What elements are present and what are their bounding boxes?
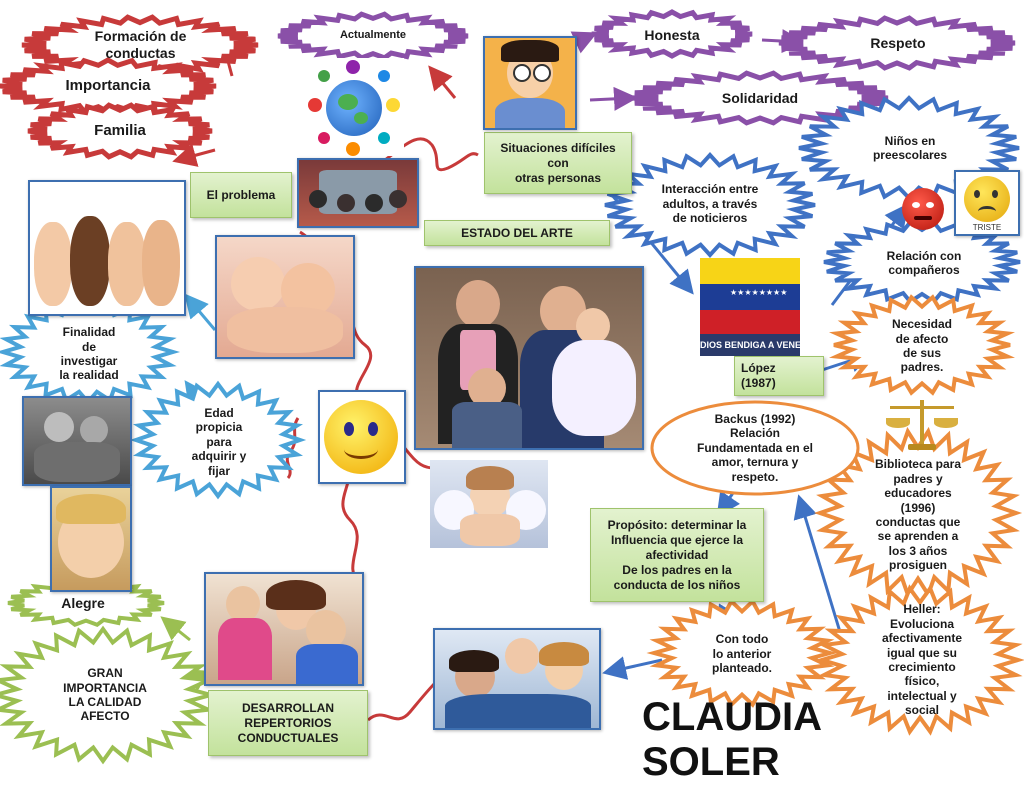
connectors-layer bbox=[0, 9, 1024, 765]
label-actualmente: Actualmente bbox=[339, 29, 407, 42]
burst-con-todo bbox=[646, 598, 838, 708]
flag-caption: DIOS BENDIGA A VENEZUELA bbox=[700, 334, 800, 356]
box-proposito: Propósito: determinar la Influencia que … bbox=[590, 508, 764, 602]
arrow-solidaridad bbox=[589, 86, 638, 111]
venezuela-flag-image: ★★★★★★★★ DIOS BENDIGA A VENEZUELA bbox=[700, 258, 800, 356]
burst-interaccion bbox=[604, 152, 816, 258]
sad-children-photo bbox=[22, 396, 132, 486]
burst-biblioteca bbox=[813, 426, 1023, 600]
sad-face-caption: TRISTE bbox=[972, 223, 1002, 232]
label-finalidad: Finalidad de investigar la realidad bbox=[59, 325, 119, 383]
babies-row-photo bbox=[28, 180, 186, 316]
label-gran-importancia: GRAN IMPORTANCIA LA CALIDAD AFECTO bbox=[63, 666, 147, 724]
label-ninos-preescolares: Niños en preescolares bbox=[872, 133, 948, 162]
label-heller: Heller: Evoluciona afectivamente igual q… bbox=[881, 602, 963, 718]
burst-respeto bbox=[778, 15, 1016, 71]
concept-map: Formación de conductas Importancia Famil… bbox=[0, 9, 1024, 784]
label-formacion: Formación de conductas bbox=[94, 28, 187, 61]
label-interaccion: Interacción entre adultos, a través de n… bbox=[661, 182, 759, 226]
label-alegre: Alegre bbox=[61, 594, 105, 611]
scales-icon bbox=[884, 396, 960, 452]
box-desarrollan: DESARROLLAN REPERTORIOS CONDUCTUALES bbox=[208, 690, 368, 756]
label-relacion-companeros: Relación con compañeros bbox=[886, 248, 962, 277]
arrow-actualmente bbox=[428, 65, 457, 99]
box-el-problema: El problema bbox=[190, 172, 292, 218]
sad-face-icon: TRISTE bbox=[954, 170, 1020, 236]
burst-honesta bbox=[591, 9, 753, 59]
label-backus: Backus (1992) Relación Fundamentada en e… bbox=[696, 412, 814, 484]
arrow-heller-backus bbox=[793, 494, 842, 633]
mother-children-reading-photo bbox=[204, 572, 364, 686]
label-honesta: Honesta bbox=[644, 26, 700, 43]
label-con-todo: Con todo lo anterior planteado. bbox=[711, 632, 772, 676]
arrow-finalidad bbox=[184, 293, 217, 331]
smiley-face-icon bbox=[318, 390, 406, 484]
father-children-photo bbox=[433, 628, 601, 730]
arrow-alegre bbox=[160, 616, 191, 642]
globe-children-image bbox=[304, 58, 404, 156]
burst-actualmente bbox=[277, 11, 469, 61]
arrow-to-family-photo bbox=[602, 656, 663, 680]
ellipse-backus bbox=[650, 400, 860, 496]
label-importancia: Importancia bbox=[65, 77, 151, 94]
burst-necesidad-afecto bbox=[828, 294, 1016, 396]
angel-child-photo bbox=[430, 460, 548, 548]
label-respeto: Respeto bbox=[870, 34, 926, 51]
wavy-connector-bottom bbox=[367, 680, 438, 722]
box-lopez: López (1987) bbox=[734, 356, 824, 396]
babies-kiss-photo bbox=[215, 235, 355, 359]
label-edad-propicia: Edad propicia para adquirir y fijar bbox=[191, 406, 247, 478]
box-situaciones: Situaciones difíciles con otras personas bbox=[484, 132, 632, 194]
burst-familia bbox=[27, 102, 213, 160]
burst-edad-propicia bbox=[129, 380, 307, 500]
family-main-photo bbox=[414, 266, 644, 450]
label-familia: Familia bbox=[94, 122, 146, 139]
angry-face-icon bbox=[900, 184, 948, 232]
burst-formacion bbox=[21, 14, 259, 76]
arrow-familia bbox=[172, 143, 216, 167]
classroom-photo bbox=[297, 158, 419, 228]
label-solidaridad: Solidaridad bbox=[721, 89, 799, 106]
smiling-child-photo bbox=[50, 486, 132, 592]
author-name: CLAUDIA SOLER bbox=[642, 695, 821, 784]
burst-heller bbox=[815, 584, 1024, 736]
agnes-cartoon-image bbox=[483, 36, 577, 130]
label-biblioteca: Biblioteca para padres y educadores (199… bbox=[874, 457, 962, 573]
burst-gran-importancia bbox=[0, 625, 219, 765]
label-necesidad-afecto: Necesidad de afecto de sus padres. bbox=[891, 317, 953, 375]
box-estado-del-arte: ESTADO DEL ARTE bbox=[424, 220, 610, 246]
